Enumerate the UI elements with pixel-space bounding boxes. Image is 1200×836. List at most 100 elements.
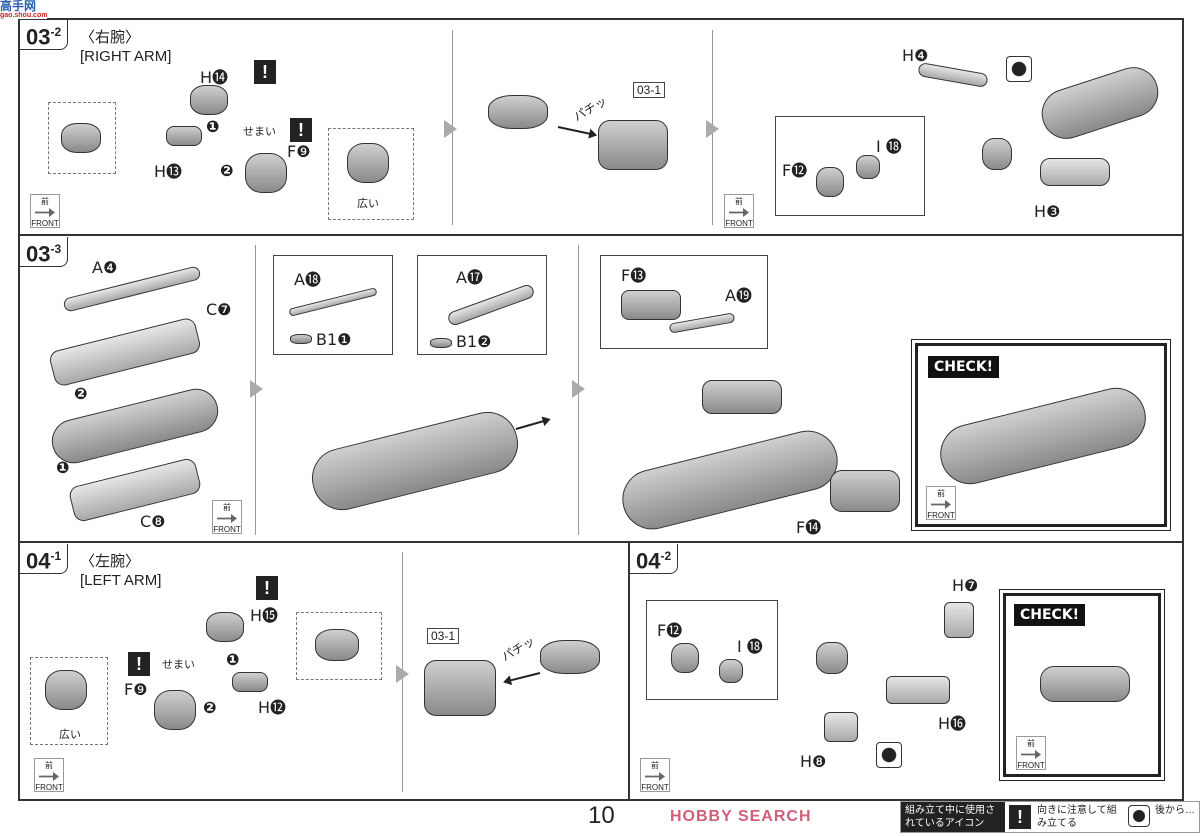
part-h8 xyxy=(824,712,858,742)
step-1-icon: ❶ xyxy=(206,119,220,136)
label-h16: H⓰ xyxy=(938,714,967,733)
label-h3: H❸ xyxy=(1034,202,1061,221)
detail-box: 広い xyxy=(30,657,108,745)
step-1-icon: ❶ xyxy=(226,652,240,669)
label-narrow: せまい xyxy=(243,126,276,138)
part-i18 xyxy=(719,659,743,683)
label-i18: I ⓲ xyxy=(876,137,902,156)
part-joint xyxy=(982,138,1012,170)
seal-icon xyxy=(1006,56,1032,82)
detail-box xyxy=(48,102,116,174)
page-number: 10 xyxy=(588,802,615,829)
next-arrow-icon xyxy=(572,380,585,398)
part-elbow xyxy=(598,120,668,170)
ref-03-1: 03-1 xyxy=(427,628,460,644)
part-b1-2 xyxy=(430,338,452,348)
seal-icon xyxy=(876,742,902,768)
part-h15 xyxy=(206,612,244,642)
part-forearm xyxy=(488,95,548,129)
step-04-1: 04-1 xyxy=(20,544,69,575)
detail-box: F⓭ A⓳ xyxy=(600,255,768,349)
ref-03-1: 03-1 xyxy=(633,82,666,98)
part-h3 xyxy=(1040,158,1110,186)
next-arrow-icon xyxy=(396,665,409,683)
label-f12: F⓬ xyxy=(657,621,683,640)
warning-icon: ! xyxy=(254,60,276,84)
step-1-icon: ❶ xyxy=(56,460,70,477)
seal-icon xyxy=(1128,805,1150,827)
legend-title: 組み立て中に使用されているアイコン xyxy=(901,802,1005,832)
step-04-2: 04-2 xyxy=(630,544,679,575)
label-a4: A❹ xyxy=(92,258,118,277)
detail-box: F⓬ I ⓲ xyxy=(775,116,925,216)
section-divider xyxy=(628,542,630,801)
label-f12: F⓬ xyxy=(782,161,808,180)
icon-legend: 組み立て中に使用されているアイコン ! 向きに注意して組み立てる 後から… xyxy=(900,801,1200,833)
page-frame xyxy=(18,18,1184,801)
next-arrow-icon xyxy=(706,120,719,138)
part-b1-1 xyxy=(290,334,312,344)
part-h14 xyxy=(190,85,228,115)
label-b1-2: B1❷ xyxy=(456,332,492,351)
part-h13 xyxy=(166,126,202,146)
detail-box: 広い xyxy=(328,128,414,220)
label-a19: A⓳ xyxy=(725,286,752,305)
part-f13 xyxy=(621,290,681,320)
part-arm-complete xyxy=(933,381,1153,491)
label-b1-1: B1❶ xyxy=(316,330,352,349)
check-label: CHECK! xyxy=(928,356,1000,378)
part-h12 xyxy=(232,672,268,692)
label-f13: F⓭ xyxy=(621,266,647,285)
part-f9-detail xyxy=(45,670,87,710)
label-a18: A⓲ xyxy=(294,270,321,289)
watermark: HOBBY SEARCH xyxy=(670,808,812,825)
label-wide: 広い xyxy=(357,198,379,210)
part-h12-detail xyxy=(315,629,359,661)
row-divider xyxy=(18,234,1184,236)
legend-warn-text: 向きに注意して組み立てる xyxy=(1037,805,1117,829)
part-f12 xyxy=(816,167,844,197)
part-f9 xyxy=(245,153,287,193)
part-h16 xyxy=(886,676,950,704)
step-2-icon: ❷ xyxy=(220,163,234,180)
part-a18 xyxy=(288,287,378,317)
label-a17: A⓱ xyxy=(456,268,483,287)
label-f14: F⓮ xyxy=(796,518,822,537)
label-h13: H⓭ xyxy=(154,162,183,181)
step-2-icon: ❷ xyxy=(74,386,88,403)
label-h7: H❼ xyxy=(952,576,979,595)
warning-icon: ! xyxy=(256,576,278,600)
label-wide: 広い xyxy=(59,729,81,741)
label-h8: H❽ xyxy=(800,752,827,771)
part-joint xyxy=(816,642,848,674)
part-i18 xyxy=(856,155,880,179)
part-hand-complete xyxy=(1040,666,1130,702)
step-03-3: 03-3 xyxy=(20,237,69,268)
detail-box: A⓱ B1❷ xyxy=(417,255,547,355)
warning-icon: ! xyxy=(1009,805,1031,829)
label-f9: F❾ xyxy=(287,142,311,161)
label-f9: F❾ xyxy=(124,680,148,699)
check-label: CHECK! xyxy=(1014,604,1086,626)
part-elbow xyxy=(424,660,496,716)
part-h7 xyxy=(944,602,974,638)
step-03-2: 03-2 xyxy=(20,20,69,51)
next-arrow-icon xyxy=(250,380,263,398)
label-h15: H⓯ xyxy=(250,606,279,625)
detail-box xyxy=(296,612,382,680)
warning-icon: ! xyxy=(290,118,312,142)
part-f14 xyxy=(830,470,900,512)
label-h12: H⓬ xyxy=(258,698,287,717)
label-i18: I ⓲ xyxy=(737,637,763,656)
section-title: 〈左腕〉[LEFT ARM] xyxy=(80,553,162,589)
part-f12 xyxy=(671,643,699,673)
